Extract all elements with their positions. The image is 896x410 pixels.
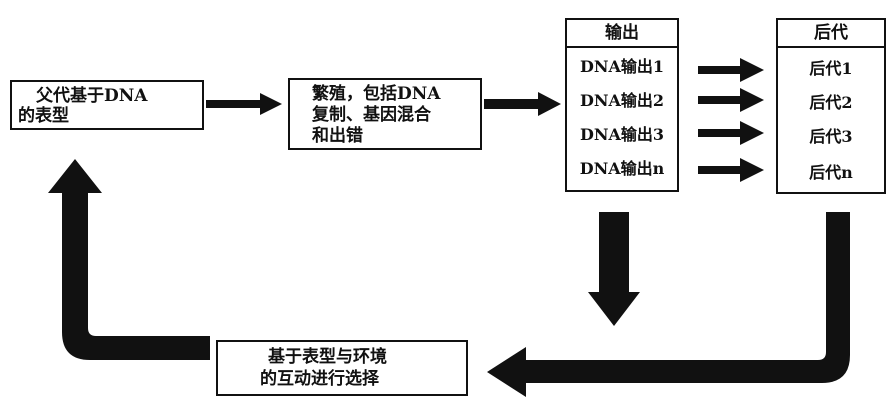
parent-box-line2: 的表型 — [18, 106, 69, 126]
reproduction-box-line2: 复制、基因混合 — [312, 105, 431, 125]
dna-output-box: 输出 DNA输出1 DNA输出2 DNA输出3 DNA输出n — [565, 18, 679, 192]
arrow-offspring-to-selection — [487, 212, 850, 397]
offspring-header: 后代 — [778, 20, 884, 48]
arrow-dna1-to-offspring1 — [698, 58, 764, 82]
arrow-dnan-to-offspringn — [698, 158, 764, 182]
selection-box: 基于表型与环境 的互动进行选择 — [216, 340, 468, 396]
selection-box-line2: 的互动进行选择 — [260, 369, 379, 389]
arrow-reproduction-to-dna — [484, 92, 561, 116]
dna-output-row-1: DNA输出1 — [579, 57, 665, 76]
arrow-parent-to-reproduction — [206, 93, 282, 115]
arrow-dna-down — [588, 212, 640, 326]
offspring-box: 后代 后代1 后代2 后代3 后代n — [776, 18, 886, 194]
reproduction-box-line1: 繁殖，包括DNA — [312, 84, 441, 104]
arrow-dna3-to-offspring3 — [698, 121, 764, 145]
selection-box-line1: 基于表型与环境 — [268, 347, 387, 367]
offspring-row-1: 后代1 — [809, 59, 853, 78]
parent-phenotype-box: 父代基于DNA 的表型 — [10, 80, 204, 130]
dna-output-row-n: DNA输出n — [579, 159, 665, 178]
reproduction-box-line3: 和出错 — [312, 126, 363, 146]
arrow-dna2-to-offspring2 — [698, 88, 764, 112]
reproduction-box: 繁殖，包括DNA 复制、基因混合 和出错 — [288, 78, 482, 150]
dna-output-row-2: DNA输出2 — [579, 91, 665, 110]
parent-box-line1: 父代基于DNA — [36, 86, 148, 106]
arrow-selection-to-parent — [48, 159, 210, 360]
offspring-row-2: 后代2 — [809, 93, 853, 112]
offspring-row-3: 后代3 — [809, 127, 853, 146]
offspring-row-n: 后代n — [809, 163, 853, 182]
dna-output-header: 输出 — [567, 20, 677, 48]
dna-output-row-3: DNA输出3 — [579, 125, 665, 144]
